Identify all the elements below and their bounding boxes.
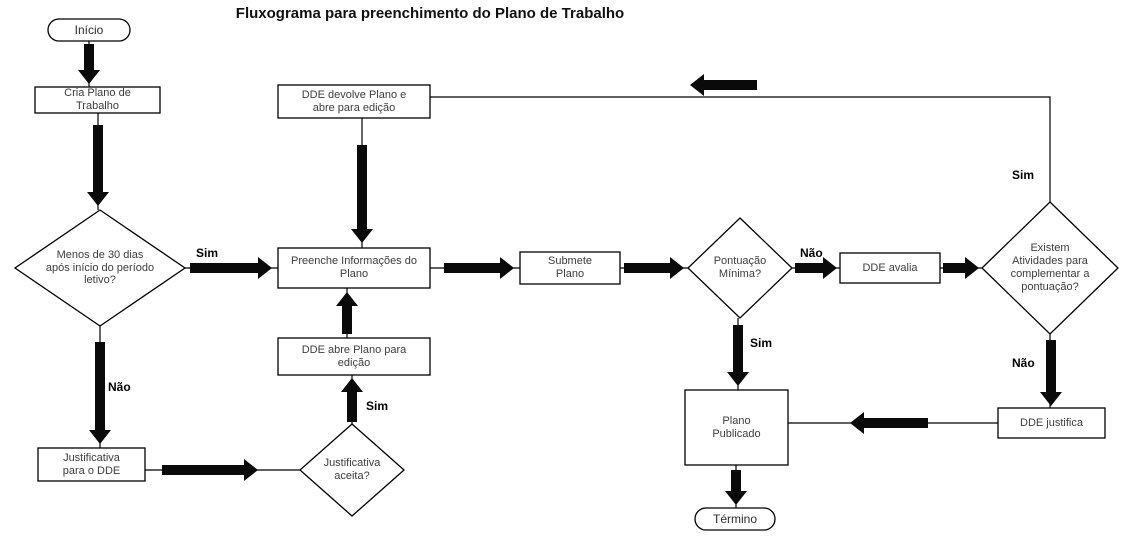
arrow-existem-devolve (690, 74, 757, 96)
arrow-abre-preenche (336, 292, 358, 334)
node-label-menos-30-dias: Menos de 30 dias após início do período … (45, 248, 155, 287)
node-label-justificativa-aceita: Justificativa aceita? (323, 457, 381, 482)
process-dde-abre-shape (277, 337, 431, 376)
decision-pontuacao-minima-shape (687, 217, 793, 319)
arrow-avalia-existem (943, 257, 979, 279)
edge-label-sim-menos30: Sim (196, 246, 219, 260)
edge-label-sim-aceita: Sim (366, 399, 389, 413)
process-dde-avalia-shape (839, 252, 941, 284)
process-dde-justifica-shape (997, 407, 1106, 439)
process-justificativa-dde-shape (37, 447, 146, 482)
arrow-cria-menos30 (87, 125, 109, 206)
arrow-preenche-submete (444, 257, 514, 279)
edge-label-sim-existem: Sim (1012, 168, 1035, 182)
node-label-pontuacao-minima: Pontuação Mínima? (713, 255, 767, 280)
node-label-dde-abre: DDE abre Plano para edição (301, 343, 407, 369)
process-plano-publicado-shape (684, 389, 789, 466)
node-label-dde-devolve: DDE devolve Plano e abre para edição (301, 88, 407, 114)
arrow-pontuacao-avalia (795, 257, 837, 279)
node-label-preenche: Preenche Informações do Plano (291, 255, 417, 280)
decision-menos-30-dias-shape (13, 209, 187, 327)
process-preenche-shape (277, 247, 431, 289)
connector-existem-devolve (430, 96, 1051, 202)
edge-label-sim-pontuacao: Sim (750, 336, 773, 350)
arrow-menos30-justificativa (89, 342, 111, 444)
edge-label-nao-pontuacao: Não (800, 246, 823, 260)
arrow-justifica-publicado (850, 412, 928, 434)
node-label-justificativa-dde: Justificativa para o DDE (62, 451, 121, 477)
node-label-termino: Término (712, 511, 757, 526)
arrow-aceita-abre (341, 378, 363, 422)
arrow-submete-pontuacao (624, 257, 684, 279)
node-label-submete: Submete Plano (547, 255, 593, 280)
process-submete-shape (519, 251, 621, 285)
arrow-justificativa-aceita (162, 459, 258, 481)
arrow-menos30-preenche (190, 257, 272, 279)
end-terminator-shape (694, 507, 776, 531)
arrow-pontuacao-publicado (727, 325, 749, 386)
node-label-inicio: Início (74, 22, 104, 37)
edge-label-nao-existem: Não (1012, 356, 1035, 370)
edge-label-nao-menos30: Não (108, 380, 131, 394)
arrow-inicio-cria (78, 44, 100, 84)
decision-existem-atividades-shape (981, 201, 1119, 335)
arrow-publicado-termino (725, 470, 747, 505)
node-label-existem-atividades: Existem Atividades para complementar a p… (1010, 242, 1090, 293)
arrow-devolve-preenche (351, 145, 373, 243)
decision-justificativa-aceita-shape (299, 423, 405, 517)
process-cria-plano-shape (34, 86, 161, 114)
arrow-existem-justifica (1040, 340, 1062, 406)
start-terminator-shape (47, 18, 131, 42)
node-label-dde-justifica: DDE justifica (1020, 416, 1083, 429)
process-dde-devolve-shape (277, 84, 431, 119)
diagram-title: Fluxograma para preenchimento do Plano d… (235, 5, 625, 22)
node-label-plano-publicado: Plano Publicado (712, 414, 761, 440)
node-label-dde-avalia: DDE avalia (862, 261, 918, 274)
node-label-cria-plano: Cria Plano de Trabalho (64, 87, 131, 112)
